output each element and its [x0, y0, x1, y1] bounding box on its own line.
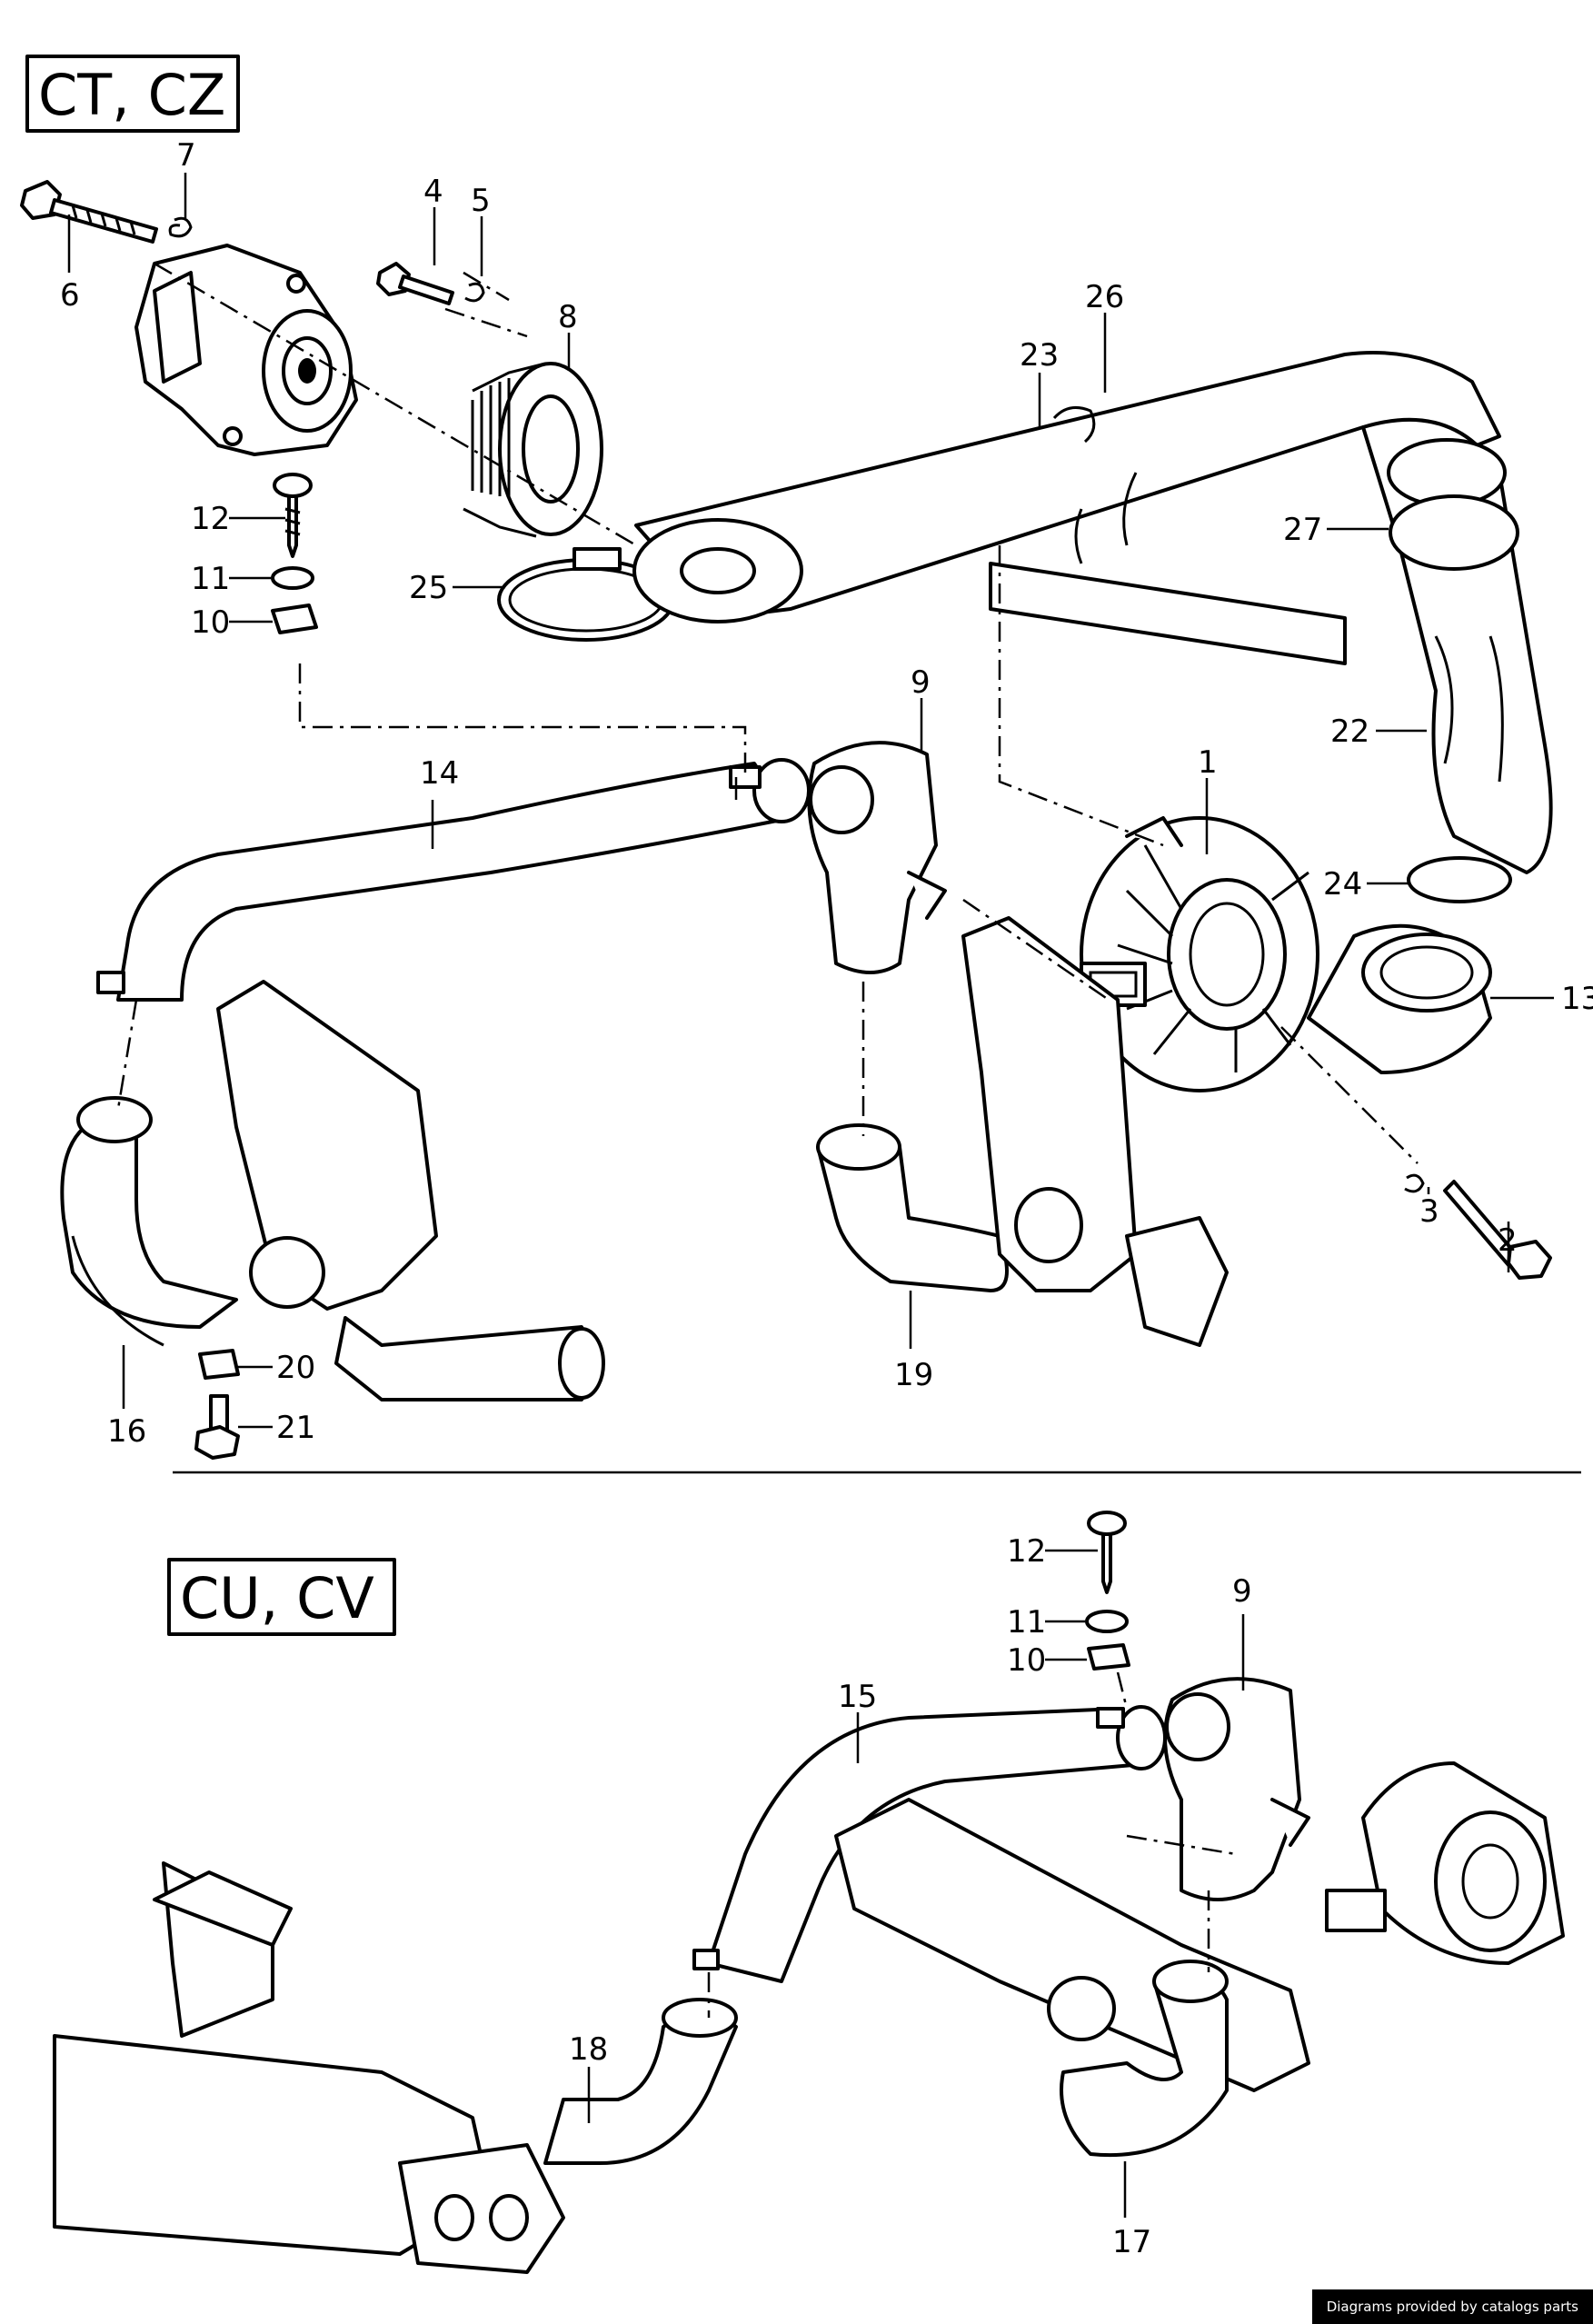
- fan-bottom: [1325, 1761, 1565, 1965]
- clamp-25: [497, 547, 675, 642]
- washer-7: [168, 216, 193, 238]
- exhaust-bottom-left: [53, 1861, 565, 2274]
- hose-16: [60, 1096, 238, 1347]
- hose-22: [1361, 417, 1553, 874]
- filter-ring-8: [463, 362, 603, 538]
- y-piece-9-bottom: [1163, 1677, 1310, 1901]
- callout-6: 6: [60, 277, 80, 314]
- footer-credit: Diagrams provided by catalogs parts: [1311, 2289, 1593, 2324]
- callout-5: 5: [471, 183, 491, 219]
- hose-18: [543, 1998, 738, 2165]
- y-piece-9: [807, 741, 947, 974]
- callouts: 1 2 3 4 5 6 7 8 9 10 11 12 13 14 16 19 2: [60, 137, 1593, 2260]
- callout-23: 23: [1020, 337, 1059, 374]
- callout-21: 21: [276, 1410, 315, 1446]
- air-duct-23: [632, 351, 1501, 665]
- screw-12-bottom: [1087, 1511, 1127, 1594]
- callout-3: 3: [1419, 1193, 1439, 1230]
- callout-16: 16: [107, 1413, 146, 1450]
- washer-3: [1404, 1173, 1425, 1193]
- group-cu-cv: CU, CV: [53, 1511, 1565, 2274]
- callout-22: 22: [1330, 713, 1369, 750]
- bolt-6: [20, 180, 158, 244]
- washer-11: [271, 566, 314, 590]
- callout-15: 15: [838, 1679, 877, 1715]
- callout-12: 12: [191, 501, 230, 537]
- callout-11: 11: [191, 561, 230, 597]
- callout-10: 10: [191, 604, 230, 641]
- elbow-13: [1307, 923, 1492, 1074]
- nut-20: [198, 1349, 240, 1380]
- hose-14: [96, 758, 811, 1002]
- callout-4: 4: [423, 174, 443, 210]
- bolt-4: [376, 262, 454, 305]
- blower-housing: [134, 244, 358, 456]
- hose-19: [816, 1123, 1009, 1292]
- group-label-bottom: CU, CV: [180, 1565, 374, 1631]
- callout-25: 25: [409, 570, 448, 606]
- callout-9-bottom: 9: [1232, 1573, 1252, 1610]
- screw-12: [273, 473, 313, 558]
- assembly-lines-top: [116, 262, 1419, 1164]
- callout-20: 20: [276, 1350, 315, 1386]
- clamp-24: [1407, 856, 1512, 903]
- nut-10: [271, 603, 318, 634]
- callout-14: 14: [420, 755, 459, 792]
- group-label-top: CT, CZ: [38, 62, 225, 128]
- group-label-box-top: [25, 55, 240, 133]
- washer-5: [464, 282, 485, 303]
- callout-2: 2: [1498, 1222, 1518, 1259]
- clip-26: [1052, 405, 1096, 444]
- callout-10-bottom: 10: [1007, 1642, 1046, 1679]
- callout-24: 24: [1323, 866, 1362, 903]
- callout-13: 13: [1561, 981, 1593, 1017]
- callout-18: 18: [569, 2031, 608, 2068]
- callout-1: 1: [1198, 744, 1218, 781]
- callout-17: 17: [1112, 2224, 1151, 2260]
- heat-exchanger-left: [216, 980, 605, 1401]
- callout-19: 19: [894, 1357, 933, 1393]
- nut-10-bottom: [1087, 1643, 1130, 1671]
- group-ct-cz: CT, CZ: [20, 55, 1553, 1460]
- heat-exchanger-right: [961, 916, 1229, 1347]
- assembly-lines-bottom: [707, 1671, 1237, 2018]
- group-label-box-bottom: [167, 1558, 396, 1636]
- callout-26: 26: [1085, 279, 1124, 315]
- callout-8: 8: [558, 299, 578, 335]
- callout-7: 7: [176, 137, 196, 174]
- bolt-21: [194, 1394, 240, 1460]
- callout-12-bottom: 12: [1007, 1533, 1046, 1570]
- callout-11-bottom: 11: [1007, 1604, 1046, 1641]
- washer-11-bottom: [1085, 1610, 1129, 1633]
- callout-9: 9: [911, 664, 931, 701]
- callout-27: 27: [1283, 512, 1322, 548]
- fan-1: [1080, 816, 1319, 1092]
